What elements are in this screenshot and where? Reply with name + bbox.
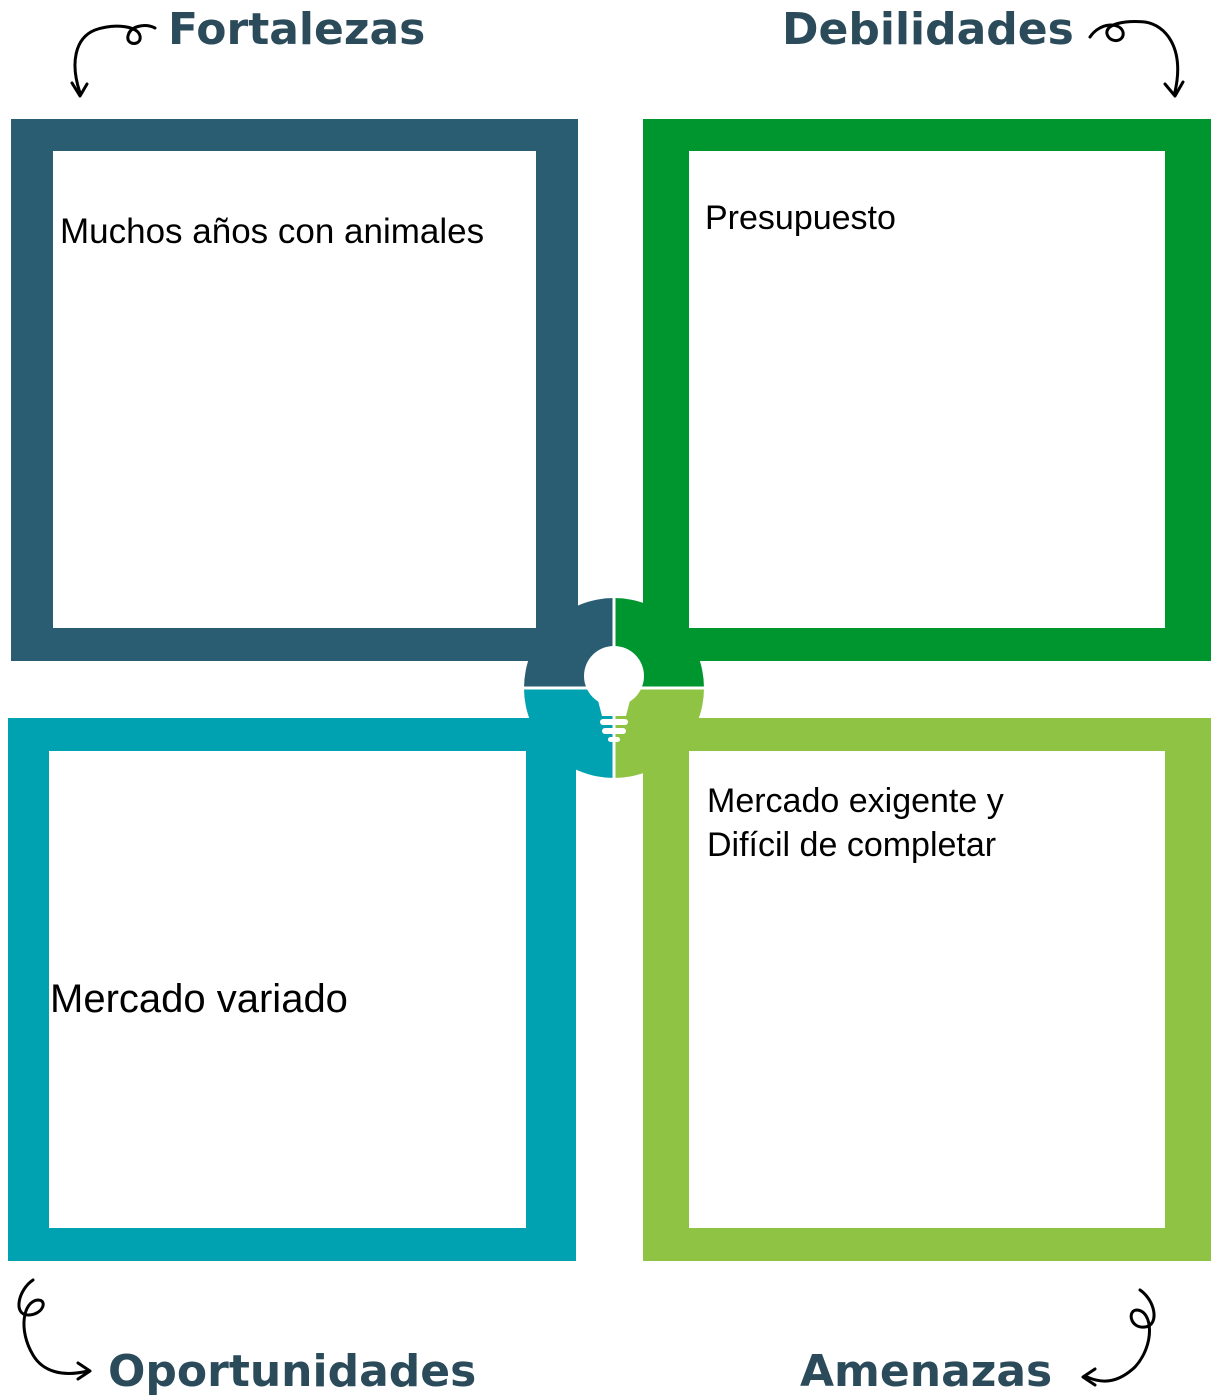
strengths-text: Muchos años con animales	[60, 212, 485, 251]
threats-box: Mercado exigente y Difícil de completar	[643, 718, 1211, 1261]
curly-arrow-icon	[70, 24, 157, 98]
weaknesses-text: Presupuesto	[705, 199, 896, 237]
curly-arrow-icon	[17, 1278, 92, 1381]
strengths-box: Muchos años con animales	[11, 119, 578, 661]
lightbulb-icon	[584, 646, 644, 742]
threats-text-line-2: Difícil de completar	[707, 826, 997, 865]
hub-quarter-threats	[614, 688, 704, 778]
threats-text-line-1: Mercado exigente y	[707, 782, 1004, 820]
weaknesses-box: Presupuesto	[643, 119, 1211, 661]
weaknesses-title: Debilidades	[782, 4, 1074, 55]
curly-arrow-icon	[1081, 1288, 1156, 1387]
curly-arrow-icon	[1088, 20, 1185, 98]
threats-text: Mercado exigente y Difícil de completar	[707, 779, 1004, 867]
threats-title: Amenazas	[800, 1346, 1053, 1397]
opportunities-title: Oportunidades	[108, 1346, 477, 1397]
opportunities-text: Mercado variado	[50, 977, 348, 1021]
opportunities-box: Mercado variado	[8, 718, 576, 1261]
center-hub	[524, 598, 704, 778]
hub-quarter-opportunities	[524, 688, 614, 778]
strengths-title: Fortalezas	[168, 4, 426, 55]
